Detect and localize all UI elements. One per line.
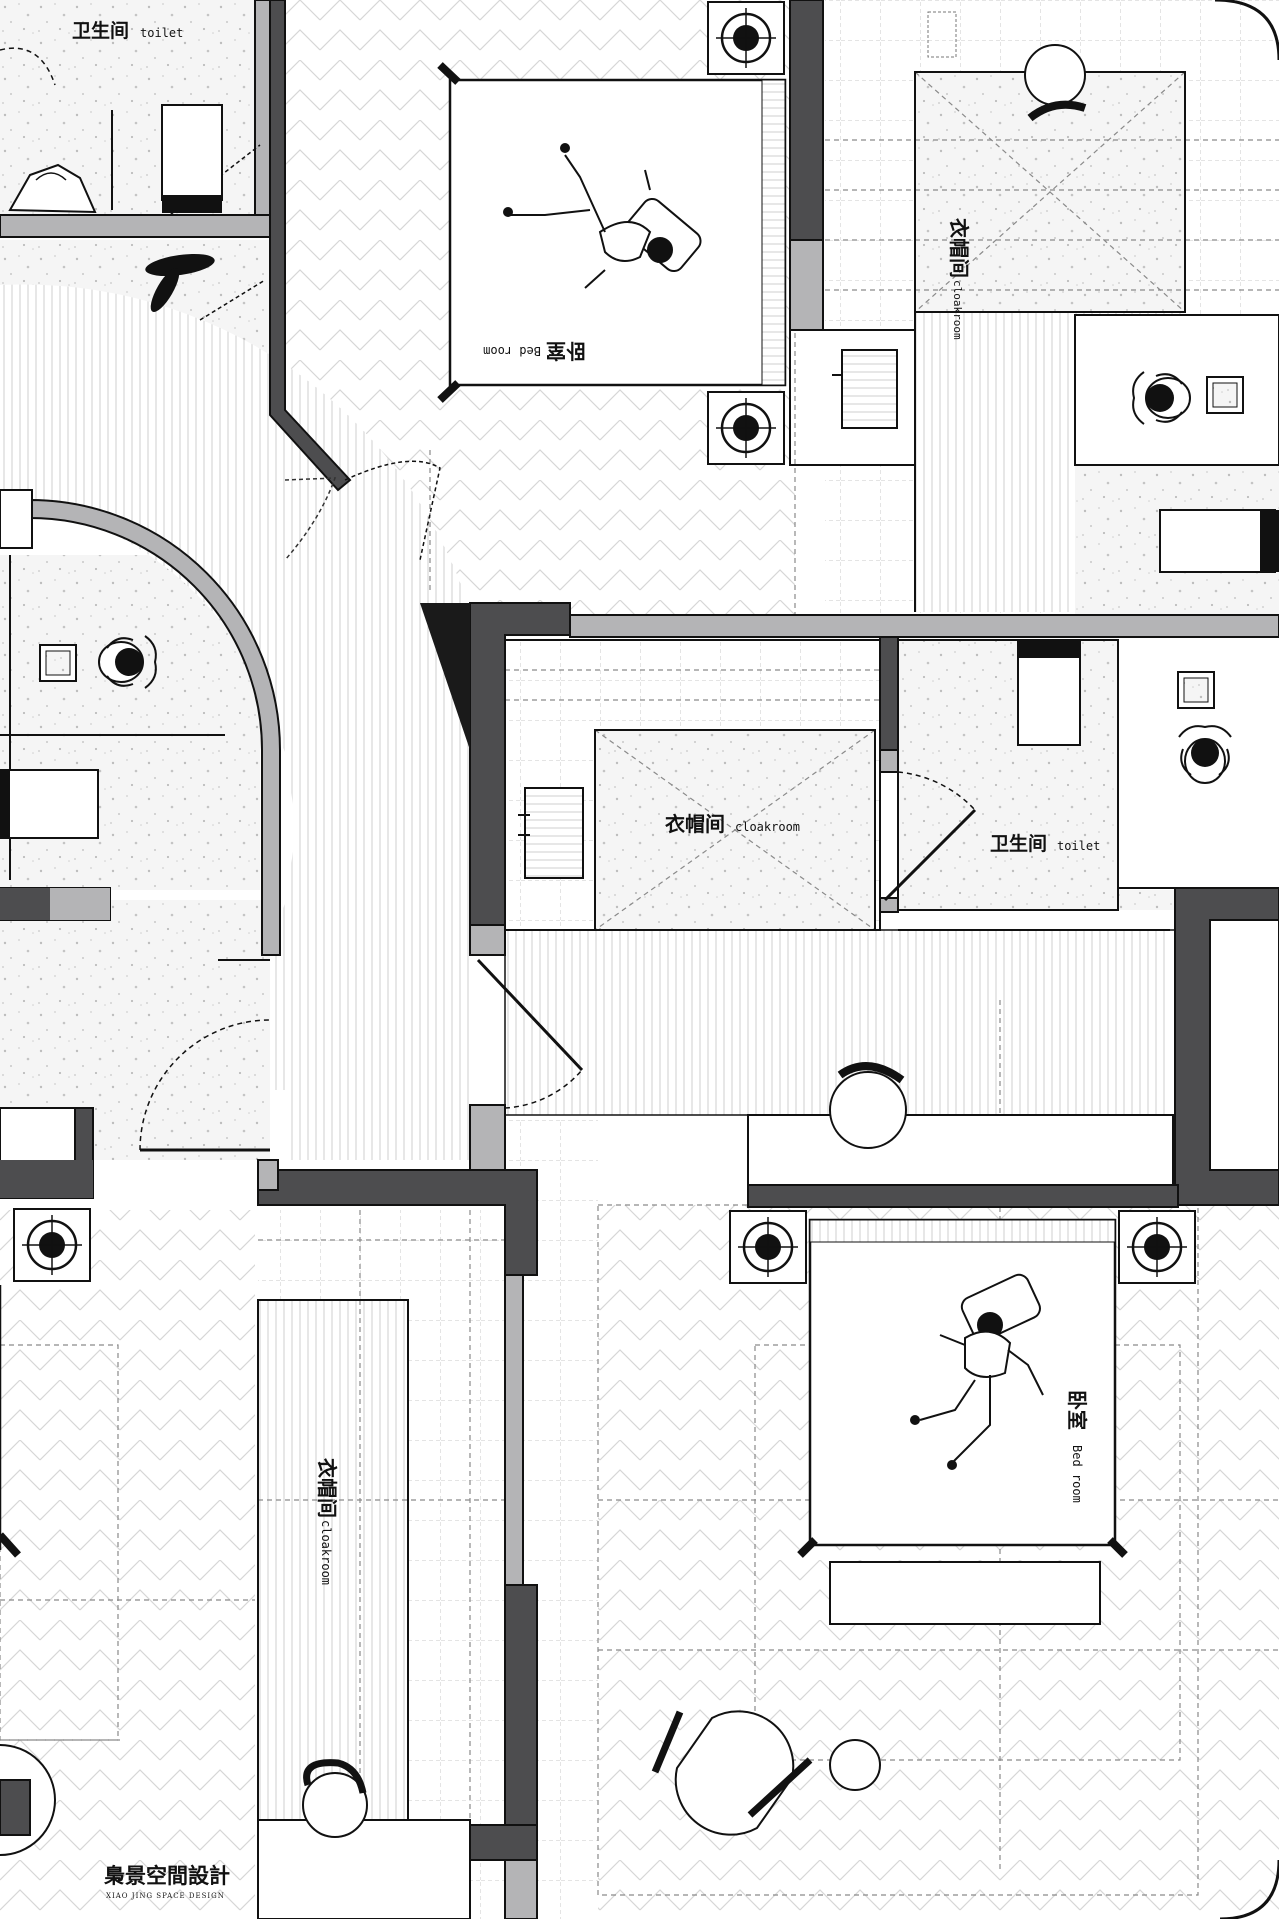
bedroom-bottom: 卧室 Bed room (651, 1209, 1197, 1836)
bedroom-bottom-left (0, 1207, 92, 1856)
toilet-room-middle: 卫生间 toilet (897, 639, 1232, 911)
brand-name-cn: 梟景空間設計 (103, 1863, 230, 1888)
bedroom-label-cn: 卧室 (546, 339, 586, 363)
nightstand-lamp-icon (728, 1209, 808, 1285)
sink-icon (832, 349, 898, 429)
toilet-room-top-left: 卫生间 toilet (8, 19, 223, 313)
toilet-label-en: toilet (1057, 839, 1100, 853)
cloakroom-bottom: 衣帽间 cloakroom (257, 1299, 471, 1919)
cloakroom-label-cn: 衣帽间 (947, 218, 971, 278)
chair-icon (651, 1710, 813, 1836)
corridor (504, 929, 1176, 1149)
sink-icon (145, 253, 215, 277)
brand-logo: 梟景空間設計 XIAO JING SPACE DESIGN (103, 1863, 230, 1900)
cloakroom-label-cn: 衣帽间 (315, 1458, 339, 1518)
bedroom-label-cn: 卧室 (1065, 1390, 1089, 1430)
toilet-icon (8, 163, 97, 214)
brand-name-en: XIAO JING SPACE DESIGN (106, 1892, 225, 1900)
bathroom-left (0, 555, 225, 880)
person-sleeping-icon (910, 1273, 1044, 1470)
bedroom-label-en: Bed room (1070, 1445, 1084, 1503)
cloakroom-label-en: cloakroom (951, 280, 964, 340)
cabinet-icon (161, 104, 223, 201)
nightstand-lamp-icon (1117, 1209, 1197, 1285)
cloakroom-middle: 衣帽间 cloakroom (504, 639, 881, 931)
bedroom-top: 卧室 Bed room (437, 0, 787, 466)
shower-drain-icon (39, 644, 77, 682)
bedroom-label-en: Bed room (483, 344, 541, 358)
shower-drain-icon (1177, 671, 1215, 709)
round-table-icon (829, 1062, 907, 1149)
shower-drain-icon (1206, 376, 1244, 414)
cloakroom-top: 衣帽间 cloakroom (789, 11, 1279, 612)
sink-icon (518, 787, 584, 879)
chair-icon (302, 1759, 368, 1838)
side-table-icon (829, 1739, 881, 1791)
toilet-label-en: toilet (140, 26, 183, 40)
cloakroom-label-en: cloakroom (735, 820, 800, 834)
nightstand-lamp-icon (706, 390, 786, 466)
cloakroom-label-en: cloakroom (319, 1520, 333, 1585)
nightstand-lamp-icon (706, 0, 786, 76)
person-sleeping-icon (503, 143, 702, 289)
cloakroom-label-cn: 衣帽间 (665, 812, 725, 836)
bed-icon (797, 1218, 1128, 1558)
toilet-label-cn: 卫生间 (990, 832, 1047, 855)
nightstand-lamp-icon (12, 1207, 92, 1283)
chair-icon (1024, 44, 1087, 122)
toilet-label-cn: 卫生间 (72, 19, 129, 42)
